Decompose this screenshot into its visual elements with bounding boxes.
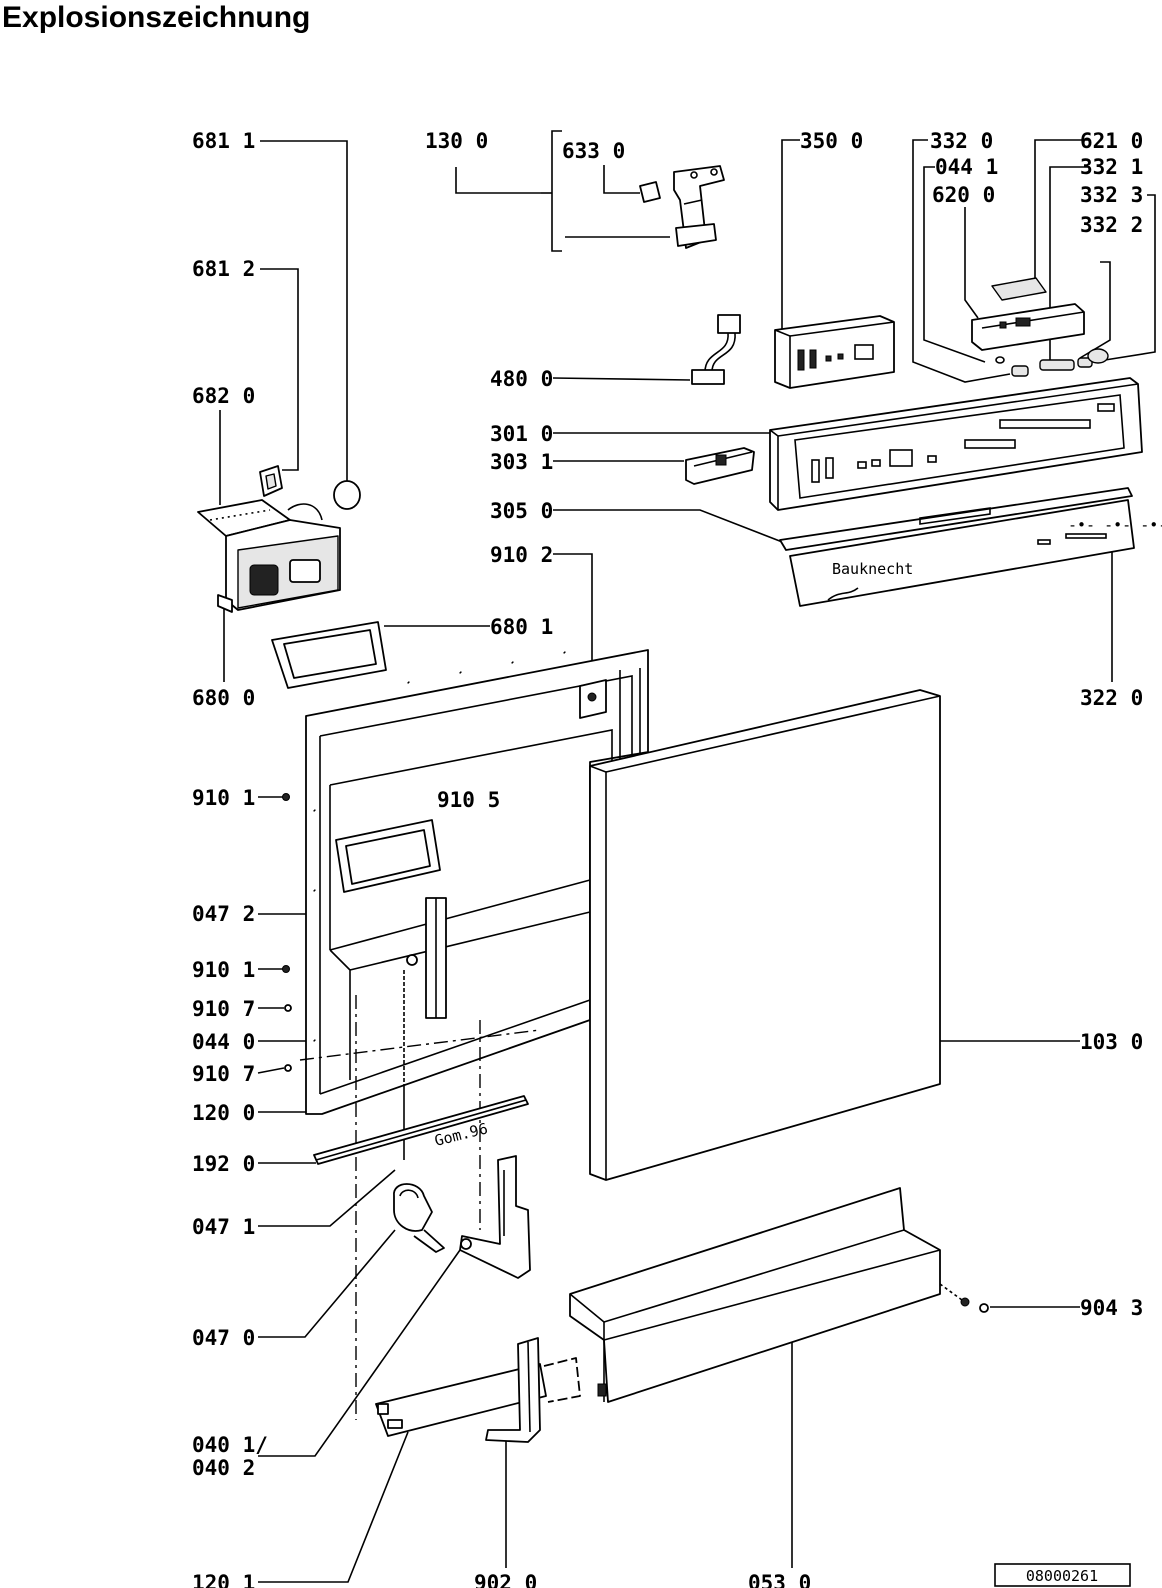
label-350-0: 350 0 [800, 129, 863, 153]
label-332-3: 332 3 [1080, 183, 1143, 207]
label-904-3: 904 3 [1080, 1296, 1143, 1320]
label-332-1: 332 1 [1080, 155, 1143, 179]
label-040-1: 040 1/ [192, 1433, 268, 1457]
handle-part [685, 447, 755, 485]
label-044-0: 044 0 [192, 1030, 255, 1054]
label-633-0: 633 0 [562, 139, 625, 163]
svg-text:-•- -•- -•-: -•- -•- -•- [1068, 516, 1162, 534]
label-680-1: 680 1 [490, 615, 553, 639]
switch-block-part [971, 303, 1085, 351]
button-set-part [995, 348, 1109, 377]
gasket-frame-part [271, 621, 387, 689]
svg-text:Bauknecht: Bauknecht [832, 560, 913, 578]
label-130-0: 130 0 [425, 129, 488, 153]
label-480-0: 480 0 [490, 367, 553, 391]
bracket-assembly-part [673, 165, 725, 249]
detergent-dispenser-part [197, 499, 341, 613]
trim-strip-part [779, 487, 1133, 551]
connector-part [639, 181, 661, 203]
round-cap-part [333, 480, 361, 510]
label-047-1: 047 1 [192, 1215, 255, 1239]
label-044-1: 044 1 [935, 155, 998, 179]
label-621-0: 621 0 [1080, 129, 1143, 153]
screw-910-1a [282, 793, 290, 801]
part-labels: 681 1 130 0 633 0 350 0 332 0 621 0 044 … [192, 129, 1143, 1588]
bracket-902 [485, 1337, 541, 1443]
label-681-2: 681 2 [192, 257, 255, 281]
label-332-2: 332 2 [1080, 213, 1143, 237]
label-680-0: 680 0 [192, 686, 255, 710]
leader-lines [219, 130, 1156, 1583]
label-120-1: 120 1 [192, 1571, 255, 1588]
fascia-plate-part: -•- -•- -•- Bauknecht [789, 499, 1162, 607]
hinge-lever-part [393, 1183, 445, 1253]
kick-plate-part [569, 1187, 963, 1403]
label-301-0: 301 0 [490, 422, 553, 446]
label-902-0: 902 0 [474, 1571, 537, 1588]
label-103-0: 103 0 [1080, 1030, 1143, 1054]
hinge-bracket-part [459, 1155, 531, 1279]
label-910-5: 910 5 [437, 788, 500, 812]
screw-910-1b [282, 965, 290, 973]
page-title: Explosionszeichnung [2, 1, 311, 34]
switch-part-621 [991, 277, 1047, 301]
label-303-1: 303 1 [490, 450, 553, 474]
label-047-2: 047 2 [192, 902, 255, 926]
label-910-7b: 910 7 [192, 1062, 255, 1086]
drawing-number-box: 08000261 [994, 1563, 1131, 1587]
label-910-2: 910 2 [490, 543, 553, 567]
label-681-1: 681 1 [192, 129, 255, 153]
label-192-0: 192 0 [192, 1152, 255, 1176]
screw-904-3 [960, 1297, 989, 1313]
label-910-1a: 910 1 [192, 786, 255, 810]
screw-910-7a [284, 1004, 292, 1012]
control-panel-housing-part [769, 377, 1143, 511]
label-053-0: 053 0 [748, 1571, 811, 1588]
label-040-2: 040 2 [192, 1456, 255, 1480]
screw-910-7b [284, 1064, 292, 1072]
label-120-0: 120 0 [192, 1101, 255, 1125]
label-332-0: 332 0 [930, 129, 993, 153]
label-322-0: 322 0 [1080, 686, 1143, 710]
label-305-0: 305 0 [490, 499, 553, 523]
dispenser-window-part [335, 819, 441, 893]
cable-harness-part [691, 314, 741, 385]
label-047-0: 047 0 [192, 1326, 255, 1350]
centre-line-hinge [299, 1029, 541, 1061]
inner-door-frame-part [305, 649, 649, 1115]
label-910-7a: 910 7 [192, 997, 255, 1021]
label-910-1b: 910 1 [192, 958, 255, 982]
spring-part [403, 954, 418, 1160]
label-682-0: 682 0 [192, 384, 255, 408]
lower-rail-part [375, 1357, 581, 1437]
door-panel-part [589, 689, 941, 1181]
drawing-number: 08000261 [1026, 1567, 1098, 1585]
control-module-part [774, 315, 895, 389]
label-620-0: 620 0 [932, 183, 995, 207]
